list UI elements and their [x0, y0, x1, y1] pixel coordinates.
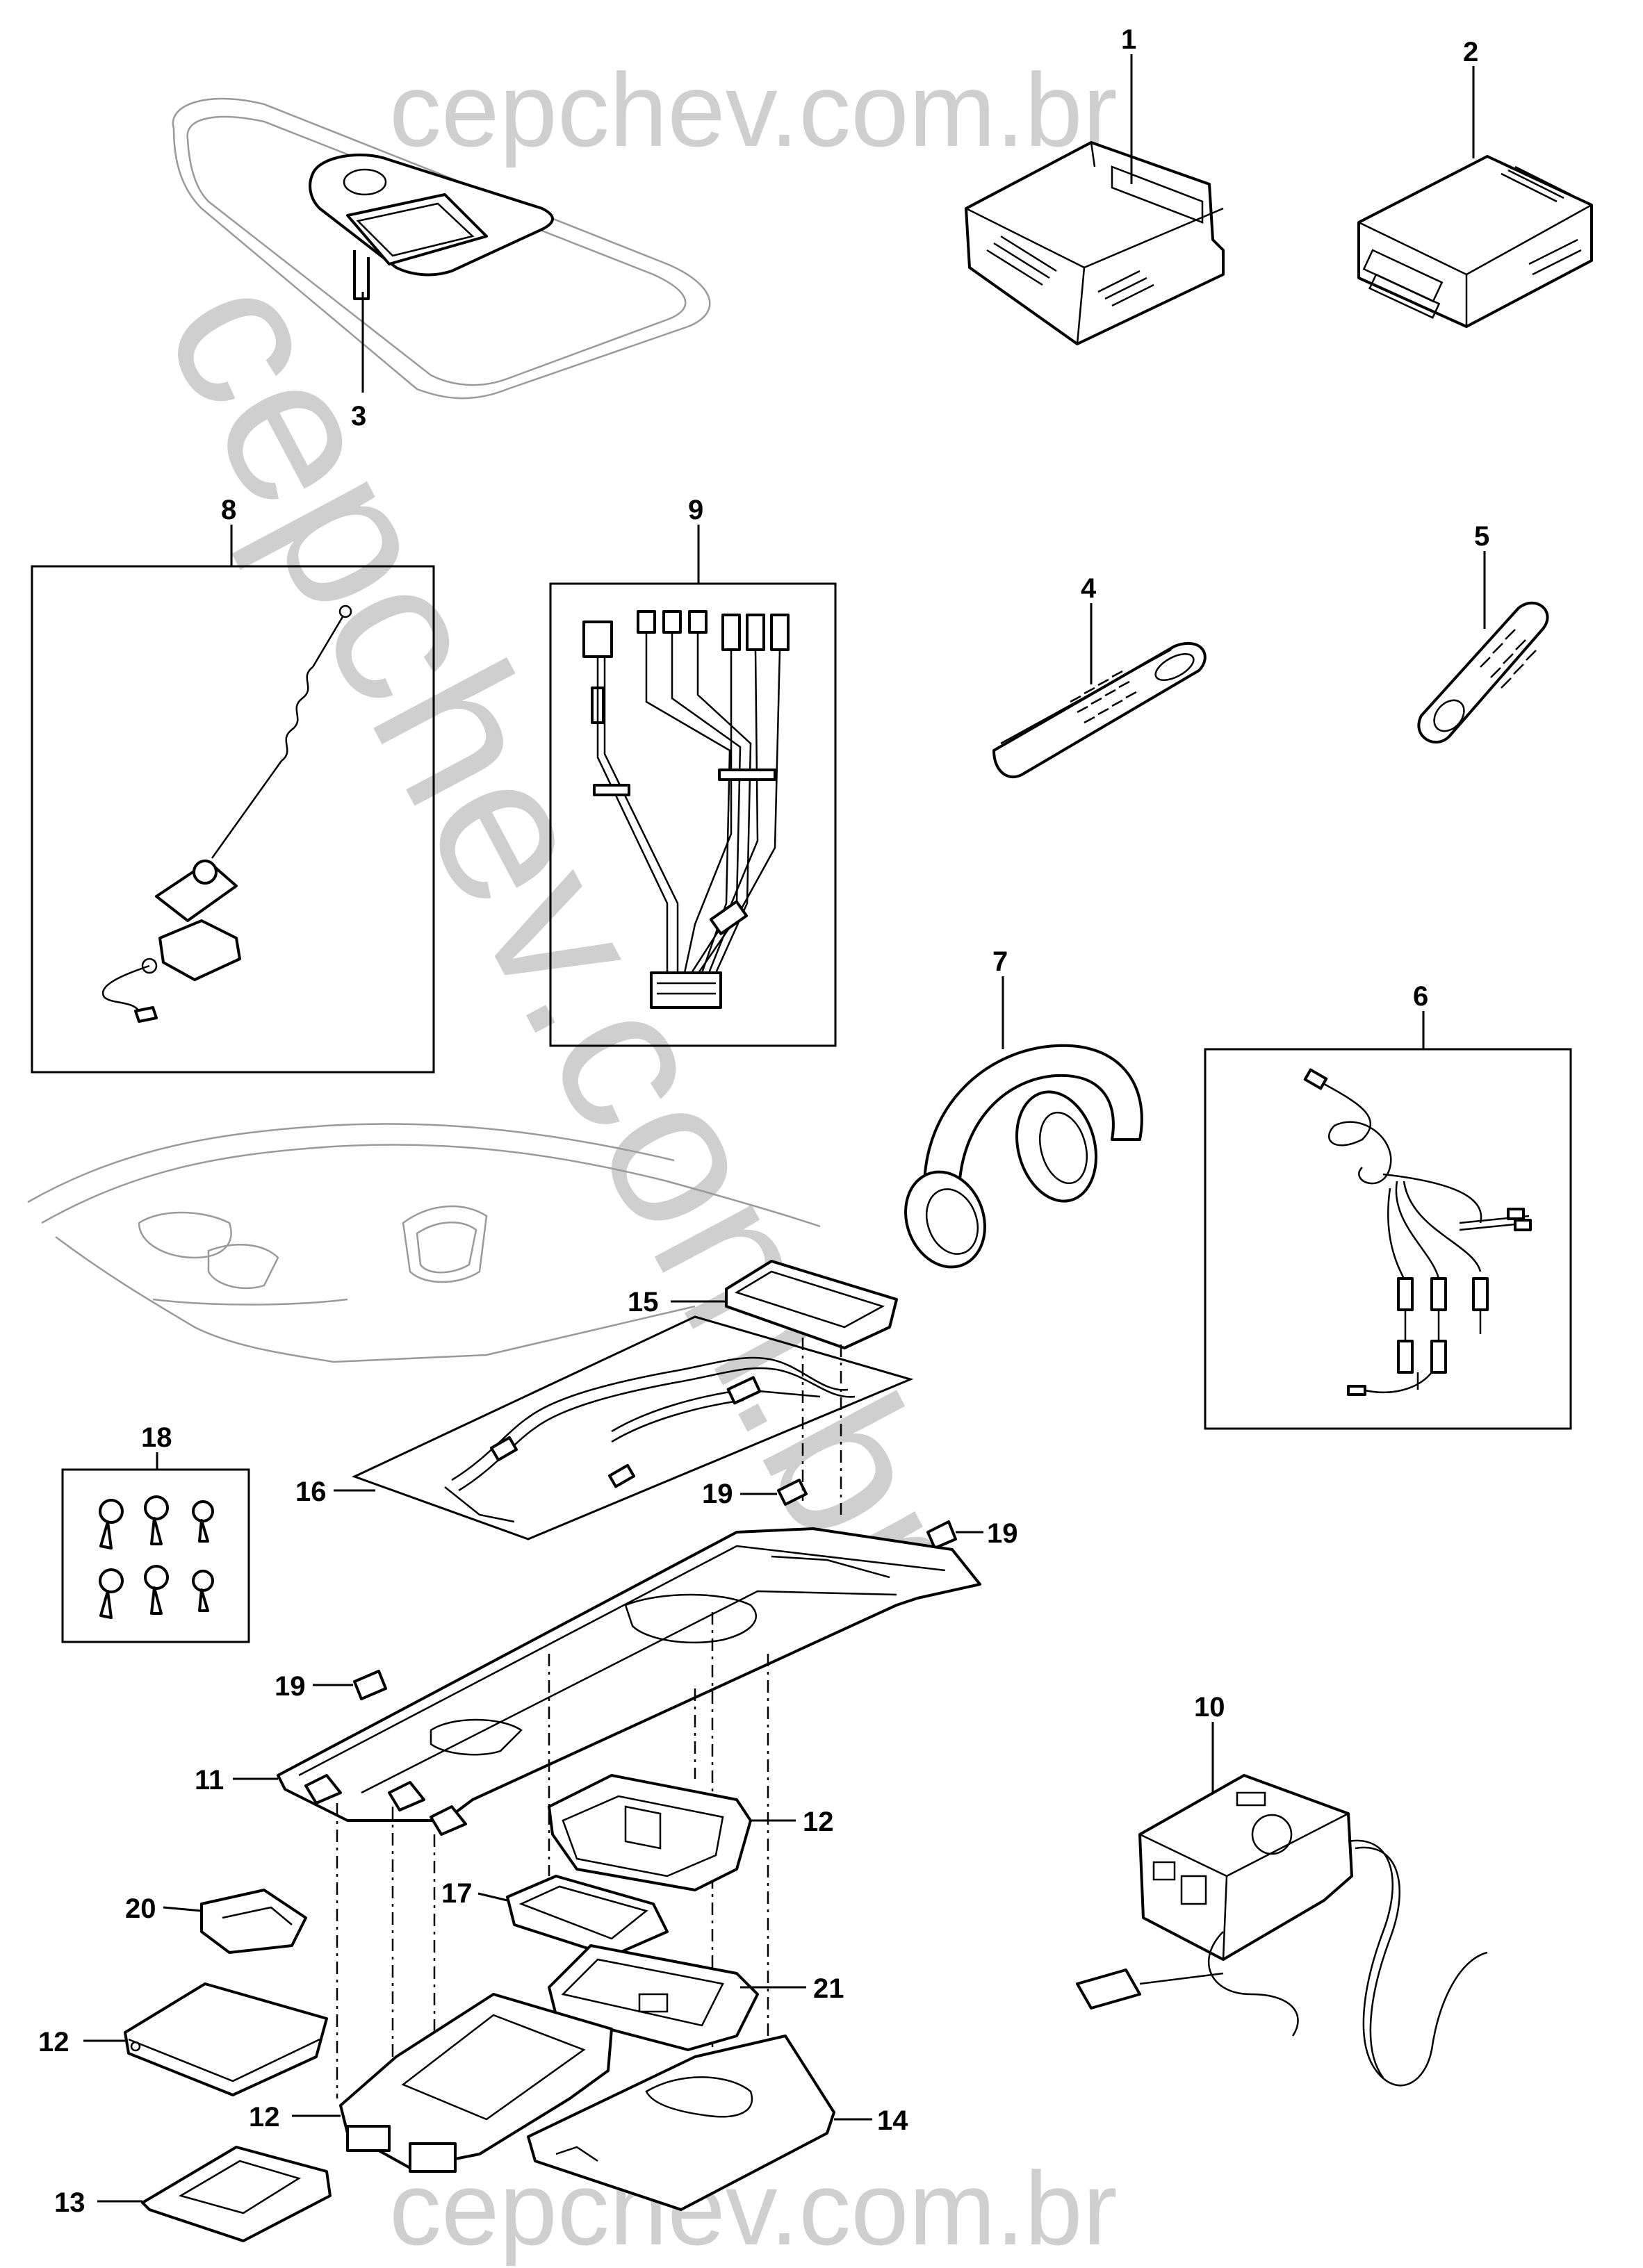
- callout-19-a: 19: [702, 1479, 733, 1509]
- antenna-kit-box: [31, 565, 435, 1074]
- overhead-console-trim: [172, 97, 711, 400]
- callout-10: 10: [1194, 1692, 1225, 1723]
- roof-headliner-outline: [27, 1123, 821, 1363]
- callout-12-b: 12: [38, 2027, 70, 2057]
- clip-19c: [353, 1670, 387, 1700]
- callout-14: 14: [877, 2105, 908, 2136]
- callout-20: 20: [125, 1893, 156, 1924]
- callout-19-c: 19: [275, 1671, 306, 1702]
- callout-7: 7: [992, 946, 1008, 977]
- watermark-diagonal: cepchev.com.br: [120, 238, 1011, 1634]
- callout-11: 11: [195, 1765, 224, 1796]
- callout-2: 2: [1463, 37, 1478, 67]
- callout-17: 17: [441, 1878, 473, 1909]
- clip-19b: [926, 1520, 957, 1550]
- wiring-harness: [582, 610, 790, 1009]
- wireless-headphones: [904, 1044, 1143, 1269]
- callout-18: 18: [141, 1422, 172, 1453]
- bezel-13: [141, 2146, 332, 2242]
- lower-tray-12: [339, 1993, 613, 2173]
- callout-12-a: 12: [803, 1807, 834, 1837]
- callout-3: 3: [351, 401, 366, 432]
- av-cable-box: [1204, 1048, 1572, 1430]
- screw-kit-box: [61, 1468, 250, 1643]
- vent-slots: [986, 235, 1154, 307]
- callout-5: 5: [1474, 521, 1489, 552]
- callout-15: 15: [628, 1287, 659, 1317]
- callout-6: 6: [1413, 981, 1428, 1012]
- watermark-top: cepchev.com.br: [389, 51, 1118, 168]
- console-trim-14: [527, 2035, 835, 2211]
- display-housing-cage: [548, 1774, 752, 1891]
- roof-wiring-harness: [352, 1315, 914, 1540]
- power-inverter: [1076, 1774, 1488, 2087]
- screw-kit: [99, 1495, 214, 1619]
- callout-9: 9: [688, 495, 703, 525]
- dvd-player-unit: [1357, 155, 1593, 328]
- callout-13: 13: [54, 2187, 85, 2218]
- callout-21: 21: [813, 1973, 844, 2004]
- clip-19a: [777, 1479, 808, 1506]
- callout-8: 8: [221, 495, 236, 525]
- mounting-bracket-15: [725, 1260, 898, 1349]
- control-switch-20: [200, 1889, 307, 1954]
- callout-16: 16: [295, 1477, 327, 1507]
- callout-1: 1: [1121, 24, 1136, 55]
- dvd-player-bracket: [965, 141, 1225, 345]
- wiring-harness-box: [549, 582, 837, 1047]
- remote-control-large: [992, 641, 1207, 779]
- antenna-kit: [101, 605, 352, 1023]
- cover-plate-12: [124, 1982, 328, 2096]
- bracket-17: [506, 1875, 669, 1957]
- remote-control-small: [1417, 601, 1549, 744]
- av-cable-kit: [1303, 1068, 1532, 1396]
- callout-12-c: 12: [249, 2102, 280, 2133]
- callout-4: 4: [1081, 573, 1097, 604]
- callout-19-b: 19: [987, 1518, 1018, 1549]
